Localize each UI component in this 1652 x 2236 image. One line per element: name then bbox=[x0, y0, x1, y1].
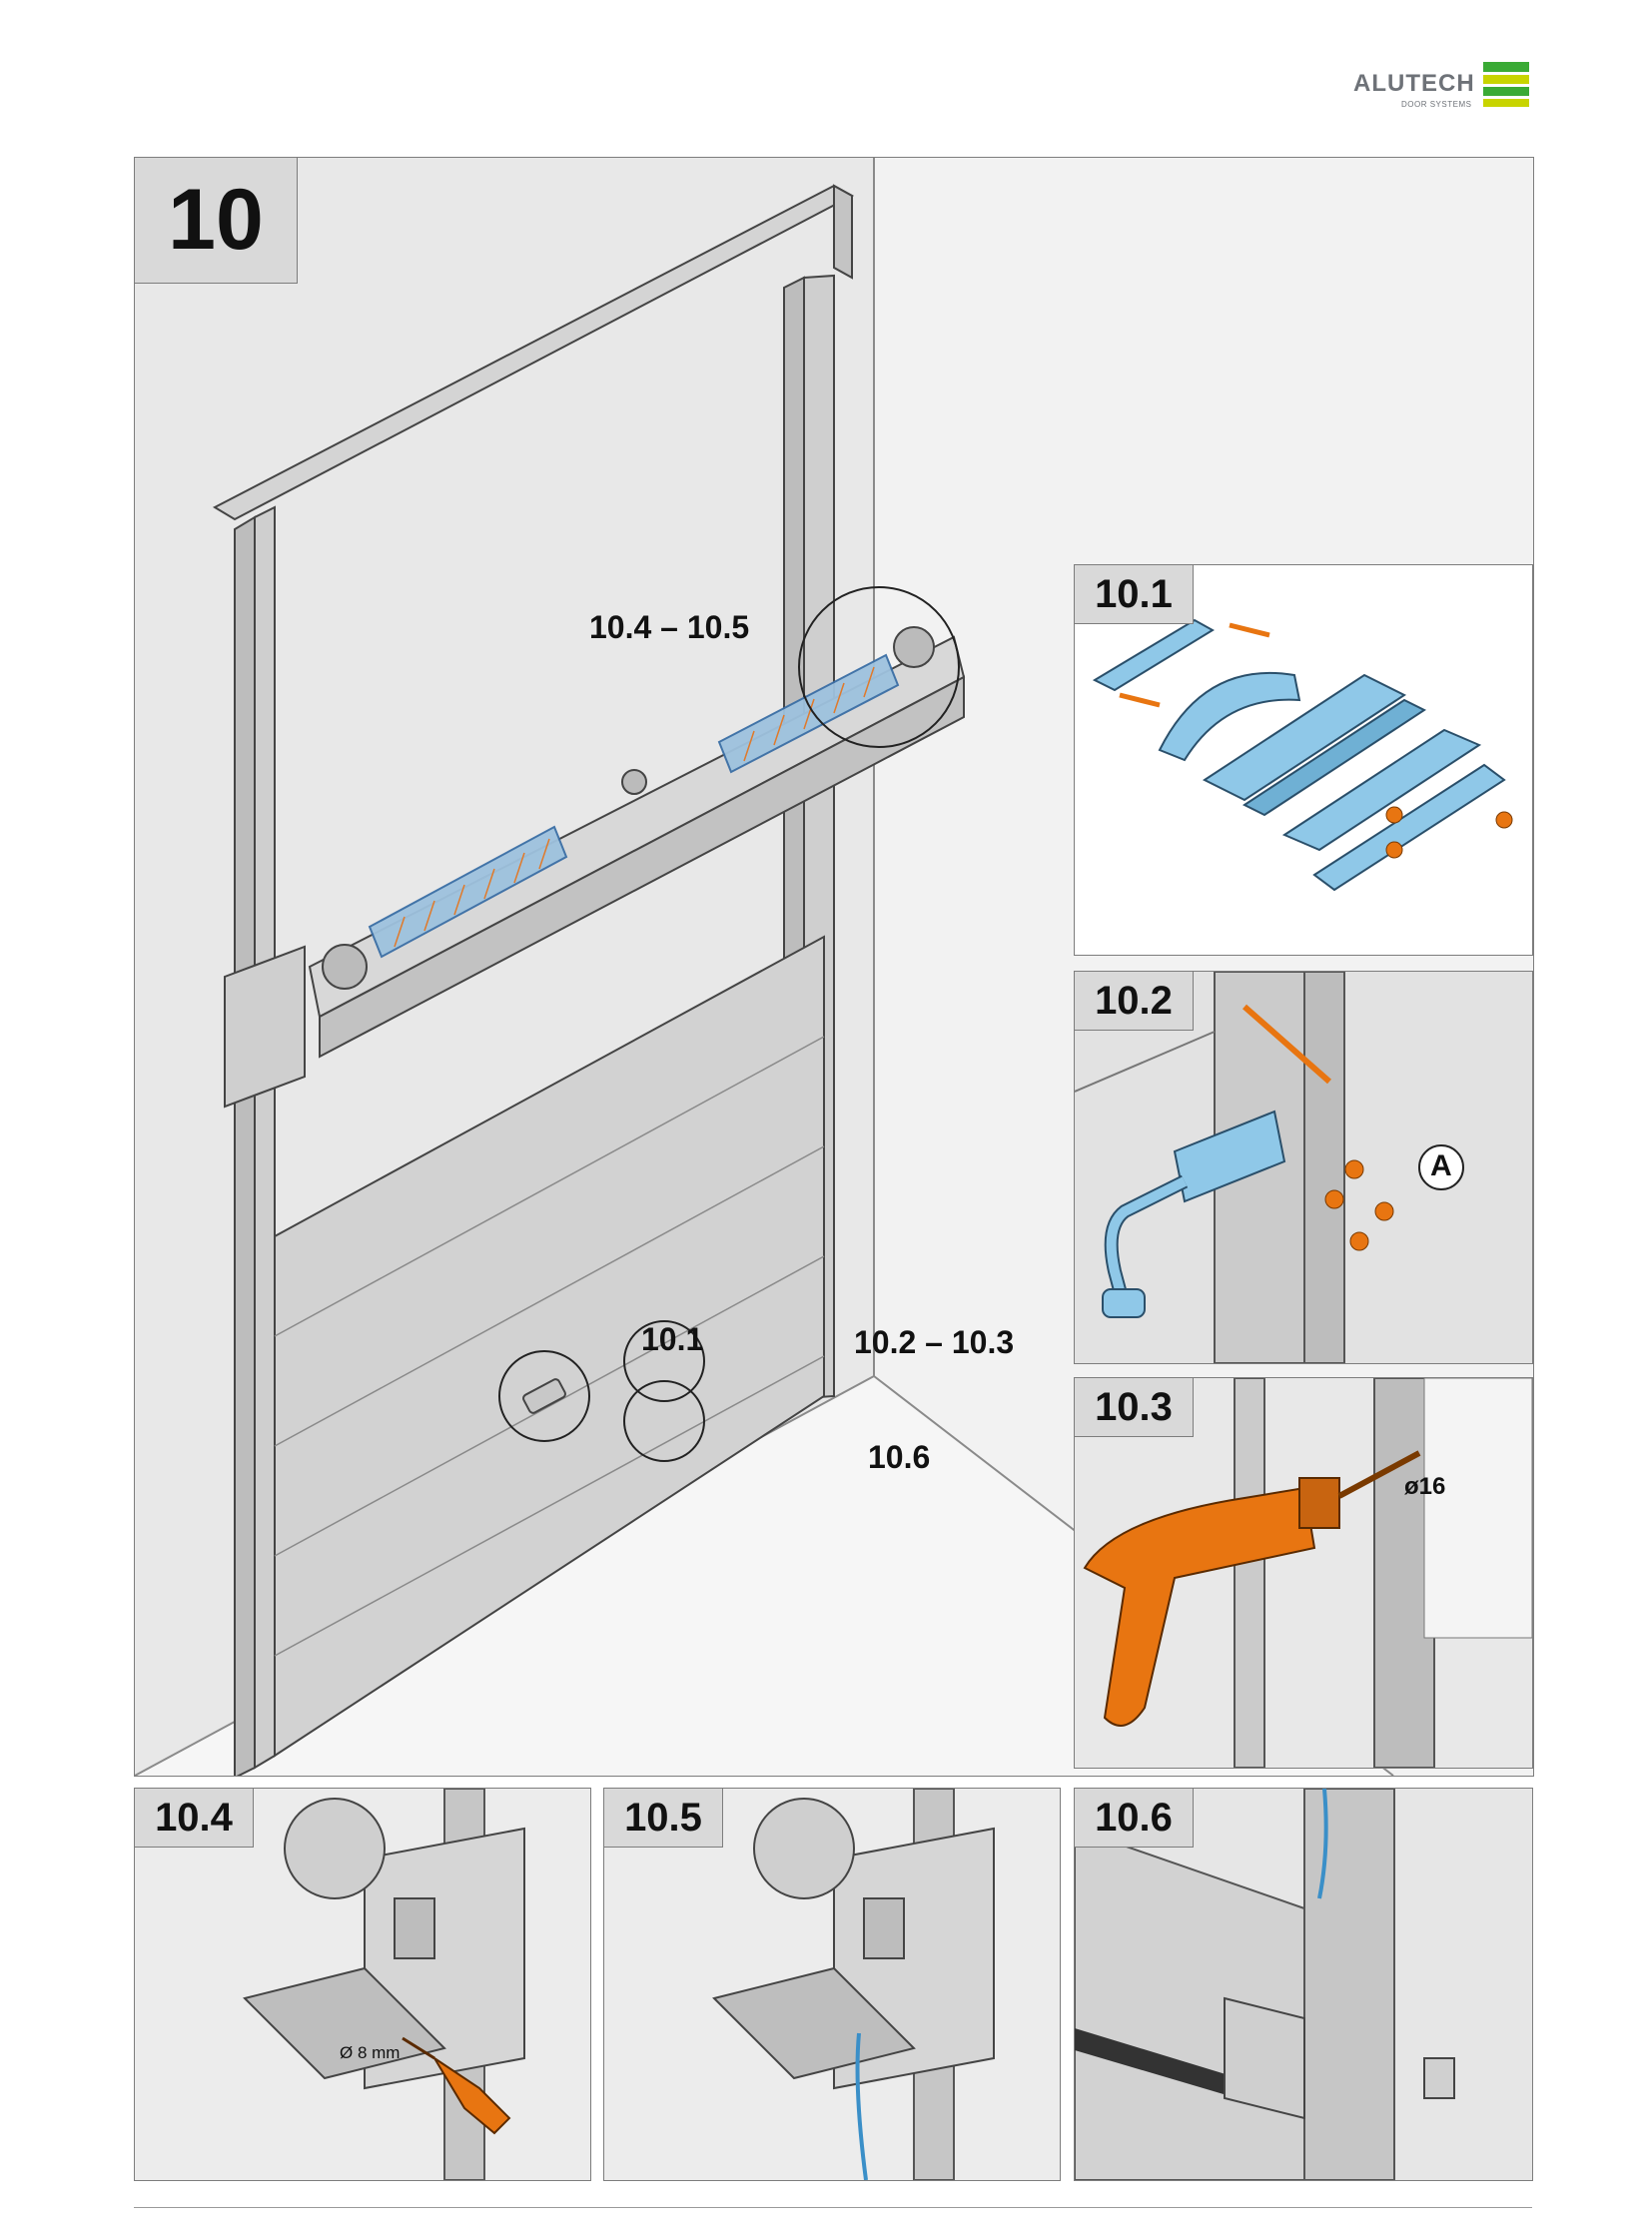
brand-logo: ALUTECH DOOR SYSTEMS bbox=[1353, 60, 1533, 112]
bracket-drill-illustration bbox=[243, 1789, 525, 2180]
callout-handle: 10.1 bbox=[641, 1321, 704, 1357]
detail-panel-10-3: 10.3 ø16 bbox=[1074, 1377, 1533, 1769]
detail-panel-10-4: 10.4 Ø 8 mm bbox=[134, 1788, 591, 2181]
marker-a: A bbox=[1430, 1149, 1452, 1182]
door-assembly-illustration bbox=[135, 158, 1533, 1776]
drill-illustration bbox=[1083, 1378, 1532, 1768]
lock-assembly-illustration bbox=[1075, 972, 1464, 1363]
detail-label-10-5: 10.5 bbox=[604, 1789, 723, 1848]
callout-springs: 10.4 – 10.5 bbox=[589, 609, 750, 645]
drill-size-16: ø16 bbox=[1404, 1473, 1446, 1500]
detail-label-10-6: 10.6 bbox=[1075, 1789, 1194, 1848]
detail-label-10-3: 10.3 bbox=[1075, 1378, 1194, 1437]
main-illustration-panel: 10 10.4 – 10.5 10.1 10.2 – 10.3 10.6 bbox=[134, 157, 1534, 1777]
brand-tagline: DOOR SYSTEMS bbox=[1401, 100, 1472, 109]
footer-rule bbox=[134, 2207, 1532, 2208]
brand-mark-icon bbox=[1483, 62, 1529, 107]
detail-panel-10-2: 10.2 A bbox=[1074, 971, 1533, 1364]
detail-panel-10-6: 10.6 bbox=[1074, 1788, 1533, 2181]
bracket-cable-illustration bbox=[712, 1789, 995, 2180]
callout-lock: 10.2 – 10.3 bbox=[854, 1324, 1015, 1360]
callout-bottom: 10.6 bbox=[868, 1439, 931, 1475]
brand-name: ALUTECH bbox=[1353, 70, 1475, 97]
detail-label-10-1: 10.1 bbox=[1075, 565, 1194, 624]
detail-label-10-4: 10.4 bbox=[135, 1789, 254, 1848]
detail-label-10-2: 10.2 bbox=[1075, 972, 1194, 1031]
detail-panel-10-1: 10.1 bbox=[1074, 564, 1533, 956]
handle-assembly-illustration bbox=[1092, 618, 1513, 892]
detail-panel-10-5: 10.5 bbox=[603, 1788, 1061, 2181]
bottom-bracket-illustration bbox=[1075, 1789, 1455, 2180]
step-number-label: 10 bbox=[135, 158, 298, 284]
drill-size-8mm: Ø 8 mm bbox=[340, 2043, 401, 2062]
